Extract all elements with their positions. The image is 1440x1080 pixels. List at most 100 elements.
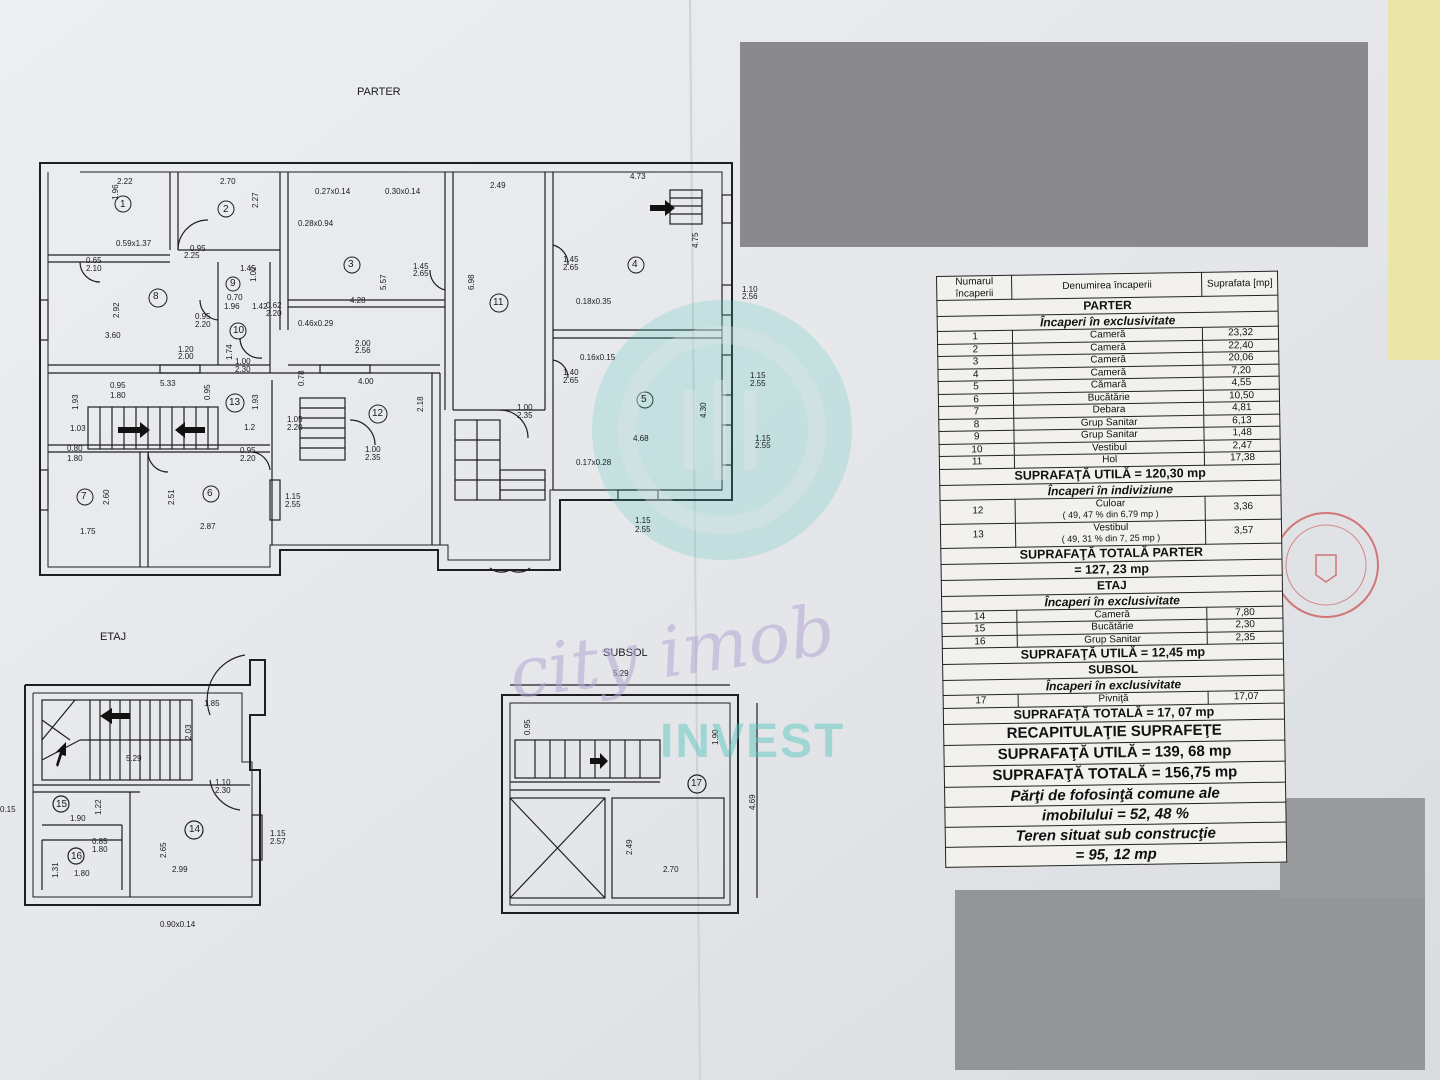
dimension-label: 2.92 — [112, 302, 121, 318]
dimension-label: 0.85 — [92, 837, 108, 846]
room-number-cell: 3 — [937, 355, 1014, 369]
dimension-label: 1.75 — [80, 527, 96, 536]
dimension-label: 1.03 — [70, 424, 86, 433]
dimension-label: 0.18x0.35 — [576, 297, 612, 306]
room-number-cell: 15 — [941, 622, 1018, 636]
dimension-label: 1.31 — [51, 862, 60, 878]
dimension-label: 2.49 — [625, 839, 634, 855]
dimension-label: 1.15 — [635, 516, 651, 525]
dimension-label: 1.90 — [70, 814, 86, 823]
dimension-label: 1.15 — [750, 371, 766, 380]
etaj-title: ETAJ — [100, 631, 127, 643]
room-number-label: 5 — [641, 394, 647, 405]
dimension-label: 2.55 — [635, 525, 651, 534]
room-number-cell: 1 — [937, 330, 1013, 344]
room-number-label: 13 — [229, 397, 241, 408]
dimension-label: 2.20 — [266, 309, 282, 318]
dimension-label: 1.93 — [251, 394, 260, 410]
room-area-cell: 7,80 — [1207, 605, 1283, 620]
dimension-label: 2.35 — [365, 453, 381, 462]
dimension-label: 2.30 — [235, 365, 251, 374]
room-number-cell: 14 — [941, 609, 1018, 624]
room-name-cell: Vestibul( 49, 31 % din 7, 25 mp ) — [1015, 519, 1207, 547]
room-area-cell: 3,57 — [1205, 518, 1282, 544]
room-number-cell: 6 — [938, 392, 1014, 407]
dimension-label: 1.10 — [742, 285, 758, 294]
dimension-label: 1.80 — [67, 454, 83, 463]
dimension-label: 0.95 — [523, 719, 532, 735]
room-area-cell: 23,32 — [1202, 326, 1279, 340]
watermark-logo — [592, 300, 852, 560]
dimension-label: 5.29 — [613, 669, 629, 678]
dimension-label: 2.49 — [490, 181, 506, 190]
dimension-label: 1.2 — [244, 423, 256, 432]
dimension-label: 4.69 — [748, 794, 757, 810]
dimension-label: 3.60 — [105, 331, 121, 340]
dimension-label: 0.28x0.94 — [298, 219, 334, 228]
room-number-label: 1 — [120, 199, 126, 210]
room-number-label: 15 — [56, 799, 68, 810]
room-area-cell: 22,40 — [1202, 338, 1279, 353]
room-number-label: 16 — [71, 851, 83, 862]
room-area-cell: 3,36 — [1205, 494, 1282, 520]
dimension-label: 2.20 — [240, 454, 256, 463]
dimension-label: 2.70 — [663, 865, 679, 874]
header-room-area: Suprafata [mp] — [1201, 271, 1278, 297]
room-number-cell: 5 — [938, 380, 1014, 394]
dimension-label: 5.57 — [379, 274, 388, 290]
dimension-label: 2.56 — [355, 346, 371, 355]
dimension-label: 2.20 — [287, 423, 303, 432]
room-area-cell: 7,20 — [1203, 363, 1280, 378]
room-number-cell: 11 — [939, 455, 1015, 469]
dimension-label: 2.51 — [167, 489, 176, 505]
subsol-walls — [501, 684, 758, 914]
dimension-label: 0.65 — [86, 256, 102, 265]
room-number-label: 6 — [207, 488, 213, 499]
room-number-label: 10 — [233, 325, 245, 336]
dimension-label: 0.59x1.37 — [116, 239, 152, 248]
dimension-label: 0.16x0.15 — [580, 353, 616, 362]
dimension-label: 4.30 — [699, 402, 708, 418]
room-number-label: 7 — [81, 491, 87, 502]
room-number-cell: 8 — [938, 417, 1015, 432]
dimension-label: 2.60 — [102, 489, 111, 505]
room-area-cell: 1,48 — [1204, 426, 1281, 440]
dimension-label: 2.18 — [416, 396, 425, 412]
dimension-label: 2.57 — [270, 837, 286, 846]
room-number-cell: 17 — [943, 694, 1019, 708]
room-area-cell: 17,07 — [1208, 690, 1285, 704]
dimension-label: 4.68 — [633, 434, 649, 443]
dimension-label: 0.90x0.14 — [160, 920, 196, 929]
dimension-label: 1.10 — [215, 778, 231, 787]
redacted-block-side — [1280, 798, 1425, 898]
room-number-label: 2 — [223, 204, 229, 215]
dimension-label: 2.70 — [220, 177, 236, 186]
dimension-label: 0.95 — [203, 384, 212, 400]
dimension-label: 1.00 — [235, 357, 251, 366]
dimension-label: 1.22 — [94, 799, 103, 815]
dimension-label: 1.15 — [270, 829, 286, 838]
dimension-label: 0.80 — [67, 444, 83, 453]
area-schedule-table: Numarul încaperii Denumirea încaperii Su… — [936, 270, 1288, 868]
dimension-label: 0.46x0.29 — [298, 319, 334, 328]
room-number-label: 12 — [372, 408, 384, 419]
dimension-label: 1.02 — [249, 266, 258, 282]
dimension-label: 0.78 — [297, 370, 306, 386]
room-number-cell: 12 — [940, 498, 1016, 524]
dimension-label: 2.65 — [159, 842, 168, 858]
room-number-cell: 13 — [940, 522, 1017, 548]
dimension-label: 2.03 — [184, 724, 193, 740]
dimension-label: 2.30 — [215, 786, 231, 795]
dimension-label: 0.17x0.28 — [576, 458, 612, 467]
dimension-label: 1.00 — [517, 403, 533, 412]
dimension-label: 2.55 — [755, 441, 771, 450]
dimension-label: 2.65 — [563, 376, 579, 385]
dimension-label: 4.75 — [691, 232, 700, 248]
stair-arrow-icons — [55, 200, 675, 769]
dimension-label: 1.96 — [224, 302, 240, 311]
dimension-label: 2.35 — [517, 411, 533, 420]
room-number-cell: 9 — [938, 430, 1015, 444]
room-area-cell: 4,55 — [1203, 376, 1280, 390]
dimension-label: 0.62 — [266, 301, 282, 310]
